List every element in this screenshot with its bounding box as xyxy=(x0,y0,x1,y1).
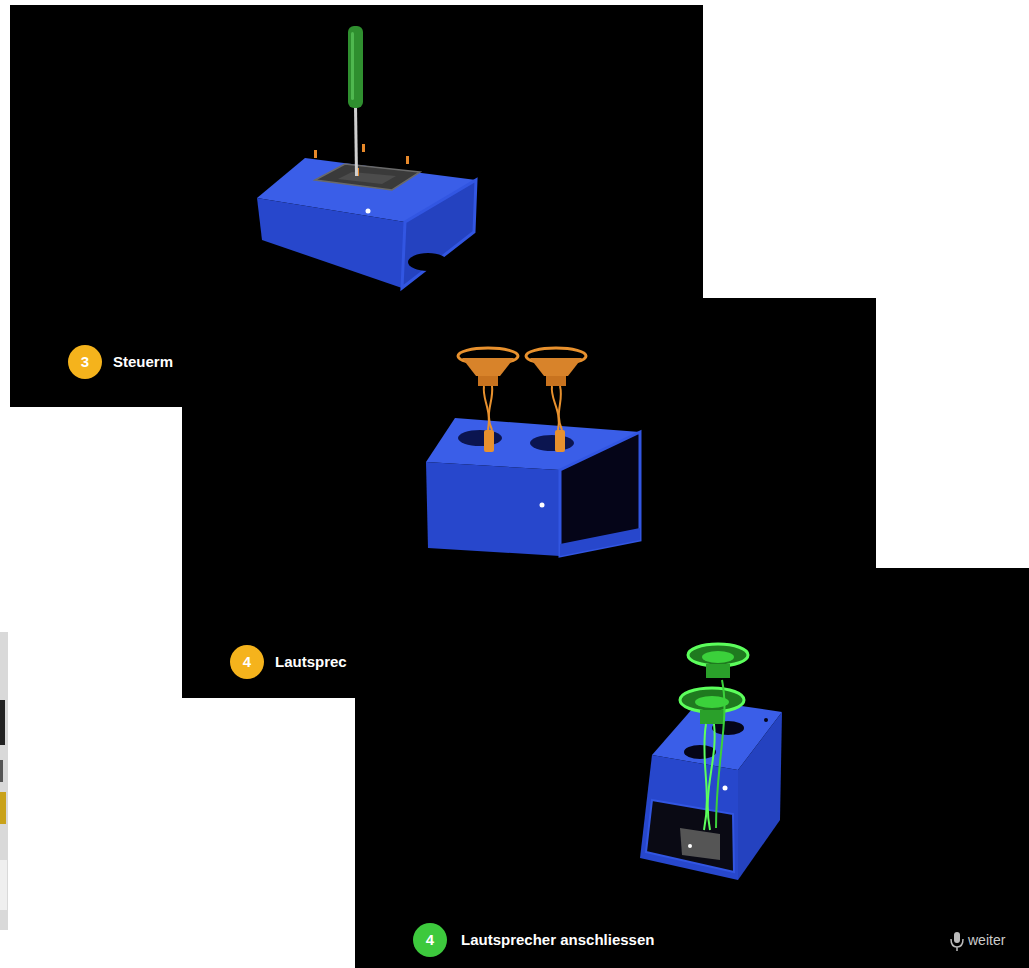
step-number: 4 xyxy=(230,645,264,679)
screen-panel: Lautsprecher anschliessen weiter 4 xyxy=(355,568,1029,968)
badge-circle xyxy=(230,645,264,679)
badge-circle xyxy=(68,345,102,379)
step-title: weiter xyxy=(968,932,1028,949)
step-badge: 3 xyxy=(68,345,102,379)
photo-background xyxy=(0,632,8,930)
step-badge: 4 xyxy=(230,645,264,679)
photo-detail xyxy=(0,760,3,782)
step-number: 3 xyxy=(68,345,102,379)
photo-detail xyxy=(0,860,7,910)
step-title: Lautsprec xyxy=(275,653,365,671)
step-number: 4 xyxy=(413,923,447,957)
badge-circle xyxy=(413,923,447,957)
photo-detail xyxy=(0,792,6,824)
step-badge: 4 xyxy=(413,923,447,957)
photo-detail xyxy=(0,700,5,745)
step-title: Lautsprecher anschliessen xyxy=(461,931,781,949)
step-title: Steuerm xyxy=(113,353,193,371)
